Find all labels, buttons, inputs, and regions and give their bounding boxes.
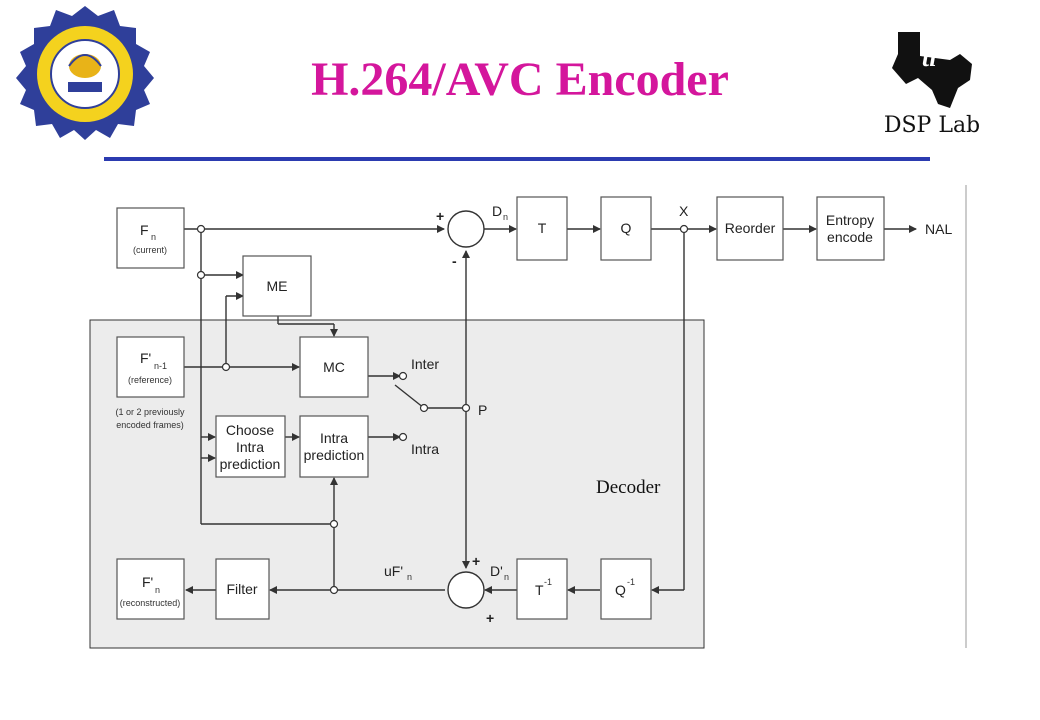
- svg-text:MC: MC: [323, 359, 345, 375]
- svg-text:ti: ti: [922, 43, 937, 72]
- label-p: P: [478, 402, 487, 418]
- block-reorder: Reorder: [716, 196, 784, 261]
- dsp-lab-label: DSP Lab: [883, 113, 981, 138]
- label-intra: Intra: [411, 441, 439, 457]
- svg-text:n: n: [407, 572, 412, 582]
- reference-note-line2: encoded frames): [116, 420, 184, 430]
- block-q-inverse: Q -1: [600, 558, 652, 620]
- svg-text:F: F: [140, 222, 149, 238]
- block-q: Q: [600, 196, 652, 261]
- block-fn-current: F n (current): [116, 207, 185, 269]
- block-choose-intra: Choose Intra prediction: [215, 415, 286, 478]
- svg-text:F': F': [142, 574, 153, 590]
- block-intra-prediction: Intra prediction: [299, 415, 369, 478]
- svg-text:-1: -1: [627, 577, 635, 587]
- svg-text:Q: Q: [621, 220, 632, 236]
- svg-text:(current): (current): [133, 245, 167, 255]
- svg-text:encode: encode: [827, 229, 873, 245]
- minus-top: -: [452, 253, 457, 269]
- institute-logo: [16, 6, 154, 140]
- svg-text:prediction: prediction: [220, 456, 281, 472]
- ti-logo: ti: [892, 32, 972, 108]
- title-underline: [104, 157, 930, 161]
- svg-text:n: n: [504, 572, 509, 582]
- block-entropy-encode: Entropy encode: [816, 196, 885, 261]
- label-dpn: D': [490, 563, 503, 579]
- svg-text:Intra: Intra: [320, 430, 348, 446]
- block-me: ME: [242, 255, 312, 317]
- plus-bottom-a: +: [472, 553, 480, 569]
- svg-text:Entropy: Entropy: [826, 212, 874, 228]
- subtractor-node: [447, 210, 485, 248]
- svg-text:T: T: [538, 220, 547, 236]
- decoder-label: Decoder: [596, 477, 661, 498]
- svg-text:T: T: [535, 582, 544, 598]
- label-inter: Inter: [411, 356, 439, 372]
- svg-text:n: n: [151, 232, 156, 242]
- svg-text:Choose: Choose: [226, 422, 274, 438]
- block-filter: Filter: [215, 558, 270, 620]
- block-mc: MC: [299, 336, 369, 398]
- svg-text:Filter: Filter: [226, 581, 257, 597]
- adder-node: [447, 571, 485, 609]
- svg-text:n: n: [155, 585, 160, 595]
- svg-text:(reconstructed): (reconstructed): [120, 598, 181, 608]
- label-dn: D: [492, 203, 502, 219]
- label-x: X: [679, 203, 689, 219]
- block-fn-reference: F' n-1 (reference): [116, 336, 185, 398]
- svg-text:F': F': [140, 350, 151, 366]
- label-ufn: uF': [384, 563, 403, 579]
- svg-text:(reference): (reference): [128, 375, 172, 385]
- svg-text:n: n: [503, 212, 508, 222]
- svg-text:Q: Q: [615, 582, 626, 598]
- plus-top: +: [436, 208, 444, 224]
- block-t-inverse: T -1: [516, 558, 568, 620]
- block-fn-reconstructed: F' n (reconstructed): [116, 558, 185, 620]
- reference-note-line1: (1 or 2 previously: [115, 407, 185, 417]
- svg-text:Intra: Intra: [236, 439, 264, 455]
- svg-text:ME: ME: [267, 278, 288, 294]
- svg-text:prediction: prediction: [304, 447, 365, 463]
- block-t: T: [516, 196, 568, 261]
- svg-text:n-1: n-1: [154, 361, 167, 371]
- plus-bottom-b: +: [486, 610, 494, 626]
- svg-text:Reorder: Reorder: [725, 220, 776, 236]
- slide-title: H.264/AVC Encoder: [311, 53, 729, 106]
- label-nal: NAL: [925, 221, 952, 237]
- svg-text:-1: -1: [544, 577, 552, 587]
